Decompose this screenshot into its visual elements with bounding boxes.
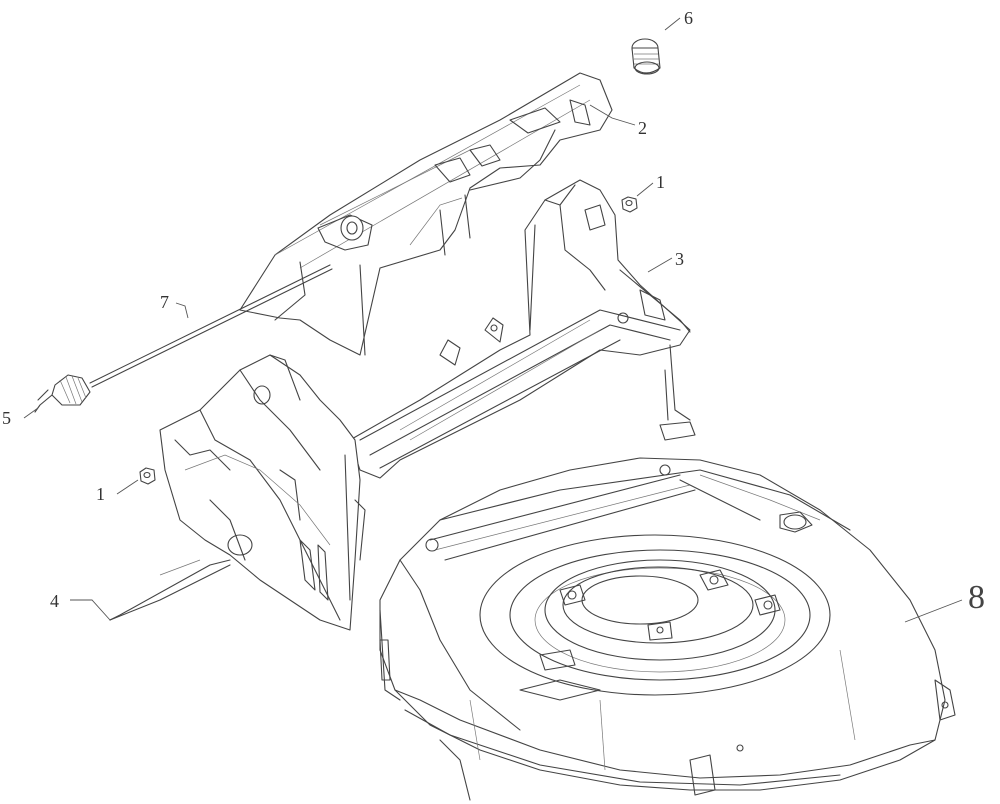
callout-1-right: 1 — [656, 172, 665, 192]
callout-labels: 6 2 1 3 7 5 1 4 8 — [2, 8, 985, 616]
spring-part-5 — [34, 374, 91, 413]
rear-flap-part — [239, 72, 613, 356]
rod-part-7 — [89, 264, 333, 388]
callout-7: 7 — [160, 292, 169, 312]
callout-3: 3 — [675, 249, 684, 269]
rear-frame-part — [349, 179, 696, 479]
callout-1-left: 1 — [96, 484, 105, 504]
spring-part-6 — [631, 38, 661, 75]
callout-8: 8 — [968, 579, 985, 616]
nut-part-1-left — [139, 467, 156, 485]
nut-part-1-right — [621, 196, 638, 213]
callout-5: 5 — [2, 408, 11, 428]
callout-6: 6 — [684, 8, 693, 28]
leader-lines — [23, 17, 963, 623]
callout-4: 4 — [50, 591, 59, 611]
callout-2: 2 — [638, 118, 647, 138]
side-bracket-part — [109, 354, 366, 631]
deck-housing-part — [379, 457, 956, 801]
